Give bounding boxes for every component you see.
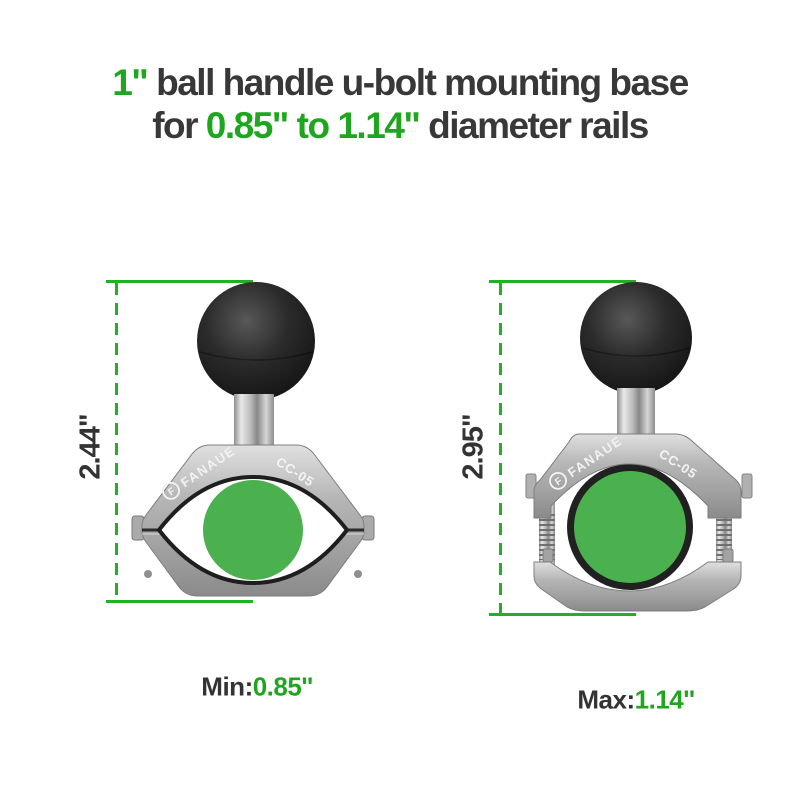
corner-screw-left-product-left	[144, 570, 152, 578]
max-rail-size-label: Max:1.14''	[577, 684, 695, 716]
brand-logo-letter: F	[166, 486, 177, 499]
dimension-cap-top-left	[106, 280, 253, 283]
title-line1-text: ball handle u-bolt mounting base	[147, 62, 689, 103]
bottom-screw-tip-right	[722, 548, 734, 563]
min-label-value: 0.85''	[252, 671, 313, 702]
title-line-1: 1" ball handle u-bolt mounting base	[0, 62, 800, 105]
dimension-cap-top-right	[489, 280, 636, 283]
ball-seam-right	[582, 347, 690, 357]
product-right-illustration: F FANAUE CC-05	[525, 282, 753, 612]
corner-screw-right-product-left	[354, 570, 362, 578]
brand-logo-icon	[549, 471, 567, 490]
ball-stem-left	[234, 394, 274, 448]
shoulder-tab-right	[741, 473, 753, 499]
brand-logo-letter: F	[553, 476, 564, 489]
dimension-line-left	[115, 283, 118, 600]
title-highlight-rail-range: 0.85" to 1.14"	[205, 104, 421, 146]
product-left-illustration: F FANAUE CC-05	[131, 282, 375, 597]
dimension-line-right	[499, 283, 502, 613]
min-label-prefix: Min:	[201, 671, 253, 702]
dimension-value-right: 2.95"	[457, 414, 490, 480]
rail-hole-left	[203, 480, 303, 580]
ball-seam-left	[199, 351, 313, 361]
page-title: 1" ball handle u-bolt mounting base for …	[0, 62, 800, 148]
rubber-ball-right	[580, 282, 692, 394]
title-line-2: for 0.85" to 1.14" diameter rails	[0, 105, 800, 148]
clamp-top-piece-right	[533, 433, 742, 519]
clamp-bottom-piece-right	[533, 561, 742, 612]
brand-logo-icon	[162, 481, 180, 500]
dimension-value-left: 2.44"	[74, 414, 107, 480]
dimension-cap-bottom-left	[106, 600, 253, 603]
max-label-value: 1.14''	[634, 684, 695, 715]
dimension-cap-bottom-right	[489, 613, 636, 616]
title-line2-suffix: diameter rails	[419, 104, 649, 146]
title-highlight-ball-size: 1"	[112, 62, 149, 103]
rail-hole-right	[574, 471, 686, 583]
max-label-prefix: Max:	[577, 684, 635, 715]
title-line2-prefix: for	[152, 104, 206, 146]
rubber-ball-left	[197, 282, 315, 400]
min-rail-size-label: Min:0.85''	[201, 671, 313, 703]
bottom-screw-tip-left	[542, 548, 554, 563]
